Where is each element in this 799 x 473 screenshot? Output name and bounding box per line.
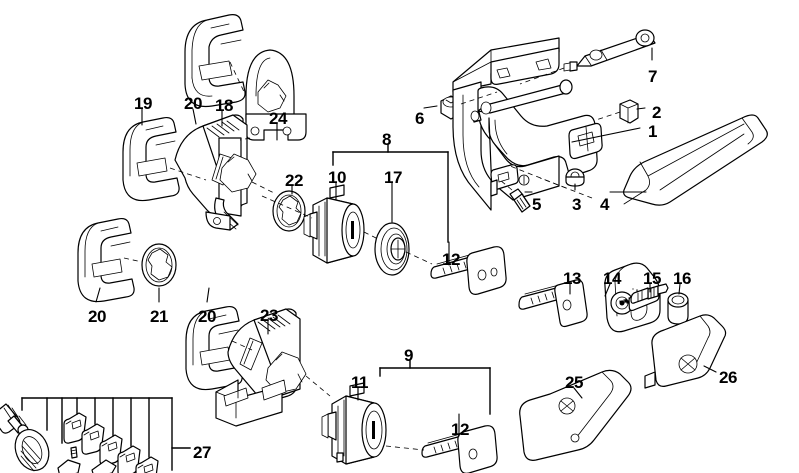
callout-22: 22 xyxy=(285,171,303,190)
callout-27: 27 xyxy=(193,443,211,462)
leader-2 xyxy=(636,107,646,110)
part-16-cap-plug xyxy=(667,292,689,325)
leader-14 xyxy=(604,283,611,297)
callout-24: 24 xyxy=(269,109,287,128)
callout-1: 1 xyxy=(648,122,657,141)
callout-8: 8 xyxy=(382,130,391,149)
callout-2: 2 xyxy=(652,103,661,122)
part-18-handle-bracket-upper xyxy=(174,114,257,231)
callout-14: 14 xyxy=(603,269,621,288)
leader-25 xyxy=(573,387,583,399)
dash-6 xyxy=(460,91,498,105)
callout-25: 25 xyxy=(565,373,583,392)
leader-1 xyxy=(571,127,641,143)
callout-17: 17 xyxy=(384,168,402,187)
leader-16 xyxy=(678,283,681,295)
callout-20: 20 xyxy=(184,94,202,113)
callout-21: 21 xyxy=(150,307,168,326)
callout-7: 7 xyxy=(648,67,657,86)
dash-2 xyxy=(595,111,621,121)
callout-3: 3 xyxy=(572,195,581,214)
part-27-repair-kit xyxy=(0,403,159,473)
callout-26: 26 xyxy=(719,368,737,387)
part-2-clip-cap xyxy=(619,99,639,124)
dash-5 xyxy=(499,179,513,191)
callout-10: 10 xyxy=(328,168,346,187)
callout-15: 15 xyxy=(643,269,661,288)
part-13-master-key xyxy=(518,279,588,328)
dash-4 xyxy=(539,177,593,199)
axis-23 xyxy=(231,340,253,351)
leader-20b xyxy=(95,287,101,303)
axis-18 xyxy=(169,167,207,181)
part-20-gasket-top xyxy=(184,14,246,108)
part-5-screw xyxy=(509,188,531,213)
axis-24 xyxy=(229,61,247,97)
part-12-key-upper xyxy=(430,246,507,295)
leader-6 xyxy=(423,105,438,109)
part-7-operating-rod xyxy=(563,29,656,72)
callout-13: 13 xyxy=(563,269,581,288)
callout-20b: 20 xyxy=(88,307,106,326)
part-17-lock-ring-seal xyxy=(374,222,410,276)
dash-7 xyxy=(519,67,565,85)
part-25-cover-plate xyxy=(519,369,632,461)
part-4-handle-grip-cover xyxy=(623,114,768,206)
axis-upper-lock xyxy=(261,195,313,219)
part-20-gasket-left-lower xyxy=(77,217,135,303)
part-10-lock-cylinder xyxy=(303,184,365,264)
callout-11: 11 xyxy=(351,373,368,392)
part-21-lock-washer-ring xyxy=(141,243,177,287)
callout-16: 16 xyxy=(673,269,691,288)
callout-9: 9 xyxy=(404,346,413,365)
part-23-handle-bracket-lower xyxy=(215,308,307,427)
leader-20a xyxy=(192,108,197,125)
callout-12b: 12 xyxy=(451,420,469,439)
callout-5: 5 xyxy=(532,195,541,214)
part-12-key-lower xyxy=(421,425,498,473)
callout-19: 19 xyxy=(134,94,152,113)
leader-20c xyxy=(206,287,210,303)
callout-23: 23 xyxy=(260,306,278,325)
callout-18: 18 xyxy=(215,96,233,115)
part-24-lock-mount-bracket xyxy=(245,49,307,141)
part-11-lock-cylinder-lower xyxy=(321,382,387,465)
leader-26 xyxy=(703,365,717,373)
callout-20c: 20 xyxy=(198,307,216,326)
axis-18-24 xyxy=(239,137,251,141)
part-22-lock-washer-ring-upper xyxy=(272,190,306,232)
callout-6: 6 xyxy=(415,109,424,128)
axis-21 xyxy=(123,257,143,263)
part-1-door-handle-carrier xyxy=(452,37,603,211)
callout-4: 4 xyxy=(600,195,609,214)
callout-12: 12 xyxy=(442,250,460,269)
part-19-gasket xyxy=(122,116,180,202)
part-26-cover-cap-square xyxy=(644,314,727,389)
